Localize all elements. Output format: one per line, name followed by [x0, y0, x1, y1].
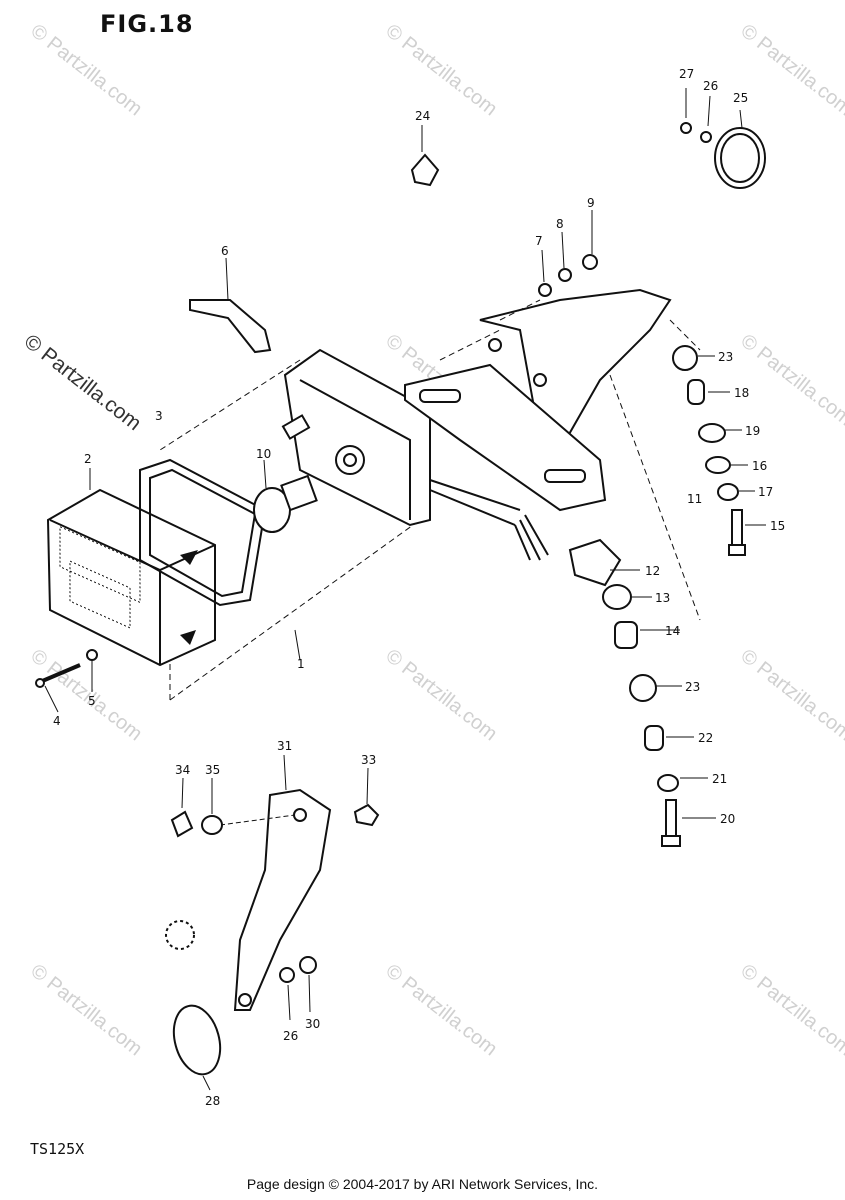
- model-code: TS125X: [30, 1140, 85, 1158]
- grommet: [410, 153, 440, 187]
- nut: [279, 967, 295, 983]
- assembly-outline: [439, 299, 701, 621]
- washer: [657, 774, 679, 792]
- leader-line: [263, 459, 267, 489]
- lamp-bracket: [189, 299, 272, 354]
- leader-line: [366, 767, 369, 805]
- reflector: [172, 1004, 222, 1076]
- callout-8: 8: [556, 217, 564, 231]
- washer: [86, 649, 98, 661]
- leader-line: [739, 109, 743, 129]
- callout-11: 11: [687, 492, 702, 506]
- cushion: [568, 538, 622, 587]
- callout-15: 15: [770, 519, 785, 533]
- figure-title: FIG.18: [100, 10, 194, 38]
- leader-line: [308, 974, 311, 1013]
- callout-2: 2: [84, 452, 92, 466]
- leader-line: [294, 629, 301, 661]
- callout-23b: 23: [685, 680, 700, 694]
- callout-12: 12: [645, 564, 660, 578]
- callout-3: 3: [155, 409, 163, 423]
- washer: [538, 283, 552, 297]
- callout-14: 14: [665, 624, 680, 638]
- washer: [299, 956, 317, 974]
- nut: [680, 122, 692, 134]
- reflector-outline: [165, 920, 195, 950]
- collar: [614, 621, 638, 649]
- callout-16: 16: [752, 459, 767, 473]
- bolt-head: [582, 254, 598, 270]
- callout-34: 34: [175, 763, 190, 777]
- reflector-bracket: [233, 788, 332, 1011]
- leader-line: [283, 754, 287, 791]
- bolt: [728, 509, 746, 556]
- nut: [558, 268, 572, 282]
- number-plate-bracket: [404, 288, 672, 512]
- callout-10: 10: [256, 447, 271, 461]
- callout-28: 28: [205, 1094, 220, 1108]
- grommet: [602, 584, 632, 610]
- washer: [201, 815, 223, 835]
- callout-35: 35: [205, 763, 220, 777]
- leader-line: [44, 685, 59, 713]
- washer: [698, 423, 726, 443]
- callout-20: 20: [720, 812, 735, 826]
- leader-line: [561, 231, 565, 269]
- callout-18: 18: [734, 386, 749, 400]
- assembly-outline: [159, 359, 421, 701]
- bolt: [661, 799, 681, 847]
- callout-4: 4: [53, 714, 61, 728]
- callout-13: 13: [655, 591, 670, 605]
- bulb: [253, 474, 318, 533]
- lamp-base: [281, 348, 549, 561]
- page-footer: Page design © 2004-2017 by ARI Network S…: [246, 1176, 599, 1192]
- callout-24: 24: [415, 109, 430, 123]
- leader-line: [707, 95, 711, 127]
- leader-line: [541, 249, 545, 283]
- callout-7: 7: [535, 234, 543, 248]
- leader-line: [181, 777, 184, 809]
- nut: [170, 810, 194, 838]
- callout-6: 6: [221, 244, 229, 258]
- callout-19: 19: [745, 424, 760, 438]
- leader-line: [202, 1075, 211, 1091]
- leader-line: [225, 257, 229, 301]
- lens-gasket: [139, 458, 267, 607]
- callout-26: 26: [703, 79, 718, 93]
- callout-5: 5: [88, 694, 96, 708]
- callout-22: 22: [698, 731, 713, 745]
- callout-31: 31: [277, 739, 292, 753]
- washer: [700, 131, 712, 143]
- reflector: [714, 127, 766, 189]
- tail-lamp-lens: [46, 488, 216, 667]
- nut: [672, 345, 698, 371]
- leader-line: [287, 984, 291, 1021]
- spacer: [687, 379, 705, 405]
- washer: [717, 483, 739, 501]
- screw: [35, 663, 81, 688]
- callout-25: 25: [733, 91, 748, 105]
- callout-9: 9: [587, 196, 595, 210]
- callout-23a: 23: [718, 350, 733, 364]
- spacer: [644, 725, 664, 751]
- grommet: [353, 803, 380, 827]
- callout-30: 30: [305, 1017, 320, 1031]
- callout-33: 33: [361, 753, 376, 767]
- callout-1: 1: [297, 657, 305, 671]
- callout-26b: 26: [283, 1029, 298, 1043]
- nut: [629, 674, 657, 702]
- callout-21: 21: [712, 772, 727, 786]
- callout-27: 27: [679, 67, 694, 81]
- callout-17: 17: [758, 485, 773, 499]
- washer: [705, 456, 731, 474]
